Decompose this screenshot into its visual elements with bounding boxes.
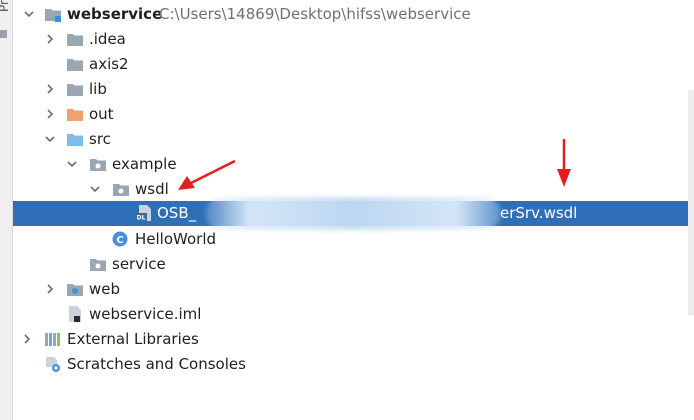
project-tool-strip[interactable]: Pr xyxy=(0,0,13,420)
tree-row-iml[interactable]: webservice.iml xyxy=(13,302,688,327)
chevron-down-icon[interactable] xyxy=(89,183,101,195)
root-module-path: C:\Users\14869\Desktop\hifss\webservice xyxy=(159,5,471,23)
chevron-down-icon[interactable] xyxy=(44,133,56,145)
scratches-label: Scratches and Consoles xyxy=(67,355,246,373)
folder-label: axis2 xyxy=(89,55,129,73)
folder-label: web xyxy=(89,280,121,298)
package-icon xyxy=(89,156,107,172)
package-icon xyxy=(112,181,130,197)
tree-row-src[interactable]: src xyxy=(13,127,688,152)
vertical-scrollbar[interactable] xyxy=(688,90,694,315)
chevron-down-icon[interactable] xyxy=(23,8,35,20)
file-type-badge: DL xyxy=(137,215,146,222)
folder-icon xyxy=(66,81,84,97)
folder-icon xyxy=(66,56,84,72)
annotation-arrow-down xyxy=(557,139,571,187)
tree-row-root-module[interactable]: webservice C:\Users\14869\Desktop\hifss\… xyxy=(13,2,688,27)
package-icon xyxy=(89,256,107,272)
tree-row-web[interactable]: web xyxy=(13,277,688,302)
libraries-icon xyxy=(44,331,62,347)
tree-row-example[interactable]: example xyxy=(13,152,688,177)
package-label: example xyxy=(112,155,177,173)
chevron-right-icon[interactable] xyxy=(44,108,56,120)
project-tab-marker xyxy=(0,30,7,38)
tree-row-axis2[interactable]: axis2 xyxy=(13,52,688,77)
tree-row-external-libraries[interactable]: External Libraries xyxy=(13,327,688,352)
tree-row-scratches[interactable]: Scratches and Consoles xyxy=(13,352,688,377)
folder-icon xyxy=(66,31,84,47)
external-libraries-label: External Libraries xyxy=(67,330,199,348)
tree-row-helloworld[interactable]: C HelloWorld xyxy=(13,227,688,252)
chevron-right-icon[interactable] xyxy=(44,83,56,95)
chevron-right-icon[interactable] xyxy=(21,333,33,345)
redaction-blur xyxy=(205,197,501,230)
wsdl-file-label-start: OSB_ xyxy=(157,204,197,222)
folder-label: out xyxy=(89,105,114,123)
chevron-down-icon[interactable] xyxy=(66,158,78,170)
module-folder-icon xyxy=(44,6,62,22)
annotation-arrow-left xyxy=(178,159,236,190)
class-badge: C xyxy=(116,235,123,246)
excluded-folder-icon xyxy=(66,106,84,122)
tree-row-wsdl[interactable]: wsdl xyxy=(13,177,688,202)
source-folder-icon xyxy=(66,131,84,147)
wsdl-file-label-end: erSrv.wsdl xyxy=(500,204,578,222)
class-label: HelloWorld xyxy=(135,230,217,248)
file-label: webservice.iml xyxy=(89,305,202,323)
package-label: wsdl xyxy=(135,180,169,198)
project-tab-label[interactable]: Pr xyxy=(0,0,11,12)
folder-label: .idea xyxy=(89,30,126,48)
folder-label: src xyxy=(89,130,111,148)
scratches-icon xyxy=(44,356,62,372)
web-folder-icon xyxy=(66,281,84,297)
tree-row-out[interactable]: out xyxy=(13,102,688,127)
chevron-right-icon[interactable] xyxy=(44,33,56,45)
chevron-right-icon[interactable] xyxy=(44,283,56,295)
root-module-name: webservice xyxy=(67,5,163,23)
folder-label: lib xyxy=(89,80,107,98)
tree-row-idea[interactable]: .idea xyxy=(13,27,688,52)
tree-row-lib[interactable]: lib xyxy=(13,77,688,102)
module-file-icon xyxy=(66,306,84,322)
tree-row-service[interactable]: service xyxy=(13,252,688,277)
package-label: service xyxy=(112,255,166,273)
class-icon: C xyxy=(112,231,130,247)
wsdl-file-icon: DL xyxy=(135,205,153,221)
